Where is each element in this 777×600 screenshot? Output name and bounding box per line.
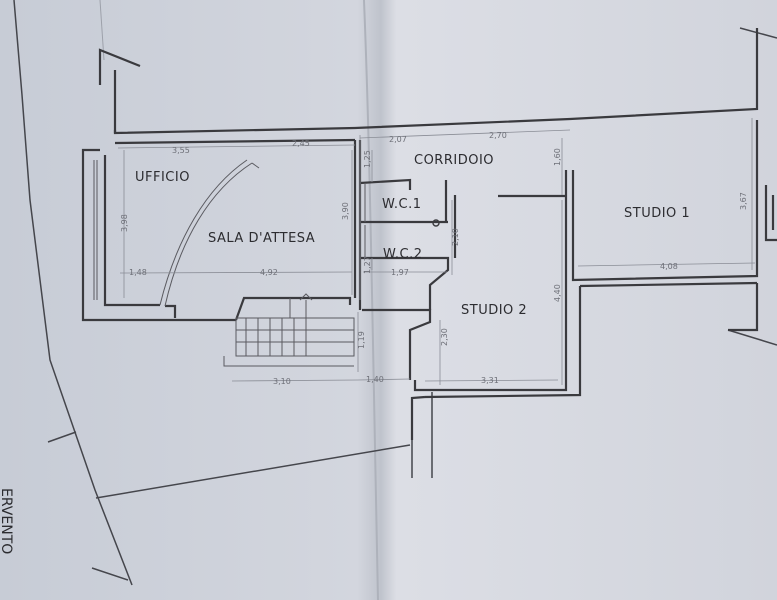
dim-label: 2,45 <box>292 139 310 148</box>
dim-label: 1,25 <box>363 150 372 168</box>
dim-label: 3,98 <box>120 214 129 232</box>
dim-label: 1,48 <box>129 268 147 277</box>
dim-label: 1,97 <box>391 268 409 277</box>
doors <box>159 159 366 307</box>
dim-label: 4,92 <box>260 268 278 277</box>
room-studio2: STUDIO 2 <box>461 303 527 318</box>
paper-edge <box>99 0 105 61</box>
room-wc2: W.C.2 <box>383 247 422 262</box>
dim-label: 3,67 <box>739 192 748 210</box>
dim-label: 4,08 <box>660 262 678 271</box>
dim-label: 2,70 <box>489 131 507 140</box>
dim-label: 1,40 <box>366 375 384 384</box>
dim-label: 4,40 <box>553 284 562 302</box>
room-ufficio: UFFICIO <box>135 170 190 185</box>
dim-label: 2,30 <box>440 328 449 346</box>
dim-label: 2,07 <box>389 135 407 144</box>
dim-label: 2,10 <box>451 228 460 246</box>
dim-label: 1,19 <box>357 331 366 349</box>
dim-label: 3,90 <box>341 202 350 220</box>
dimension-labels: 3,55 2,45 2,07 2,70 1,48 4,92 1,97 4,08 … <box>120 131 748 386</box>
dim-label: 3,10 <box>273 377 291 386</box>
street-label: ERVENTO <box>0 488 14 554</box>
room-sala-attesa: SALA D'ATTESA <box>208 231 315 246</box>
dimension-lines <box>117 118 756 385</box>
stairs <box>223 293 355 367</box>
dim-label: 3,31 <box>481 376 499 385</box>
room-studio1: STUDIO 1 <box>624 206 690 221</box>
dim-label: 3,55 <box>172 146 190 155</box>
dim-label: 1,27 <box>363 256 372 274</box>
toilet-icon <box>432 219 440 227</box>
site-lines <box>13 0 777 586</box>
room-corridoio: CORRIDOIO <box>414 153 494 168</box>
room-labels: UFFICIO SALA D'ATTESA CORRIDOIO W.C.1 W.… <box>135 153 690 318</box>
room-wc1: W.C.1 <box>382 197 421 212</box>
paper-fold <box>363 0 379 600</box>
dim-label: 1,60 <box>553 148 562 166</box>
